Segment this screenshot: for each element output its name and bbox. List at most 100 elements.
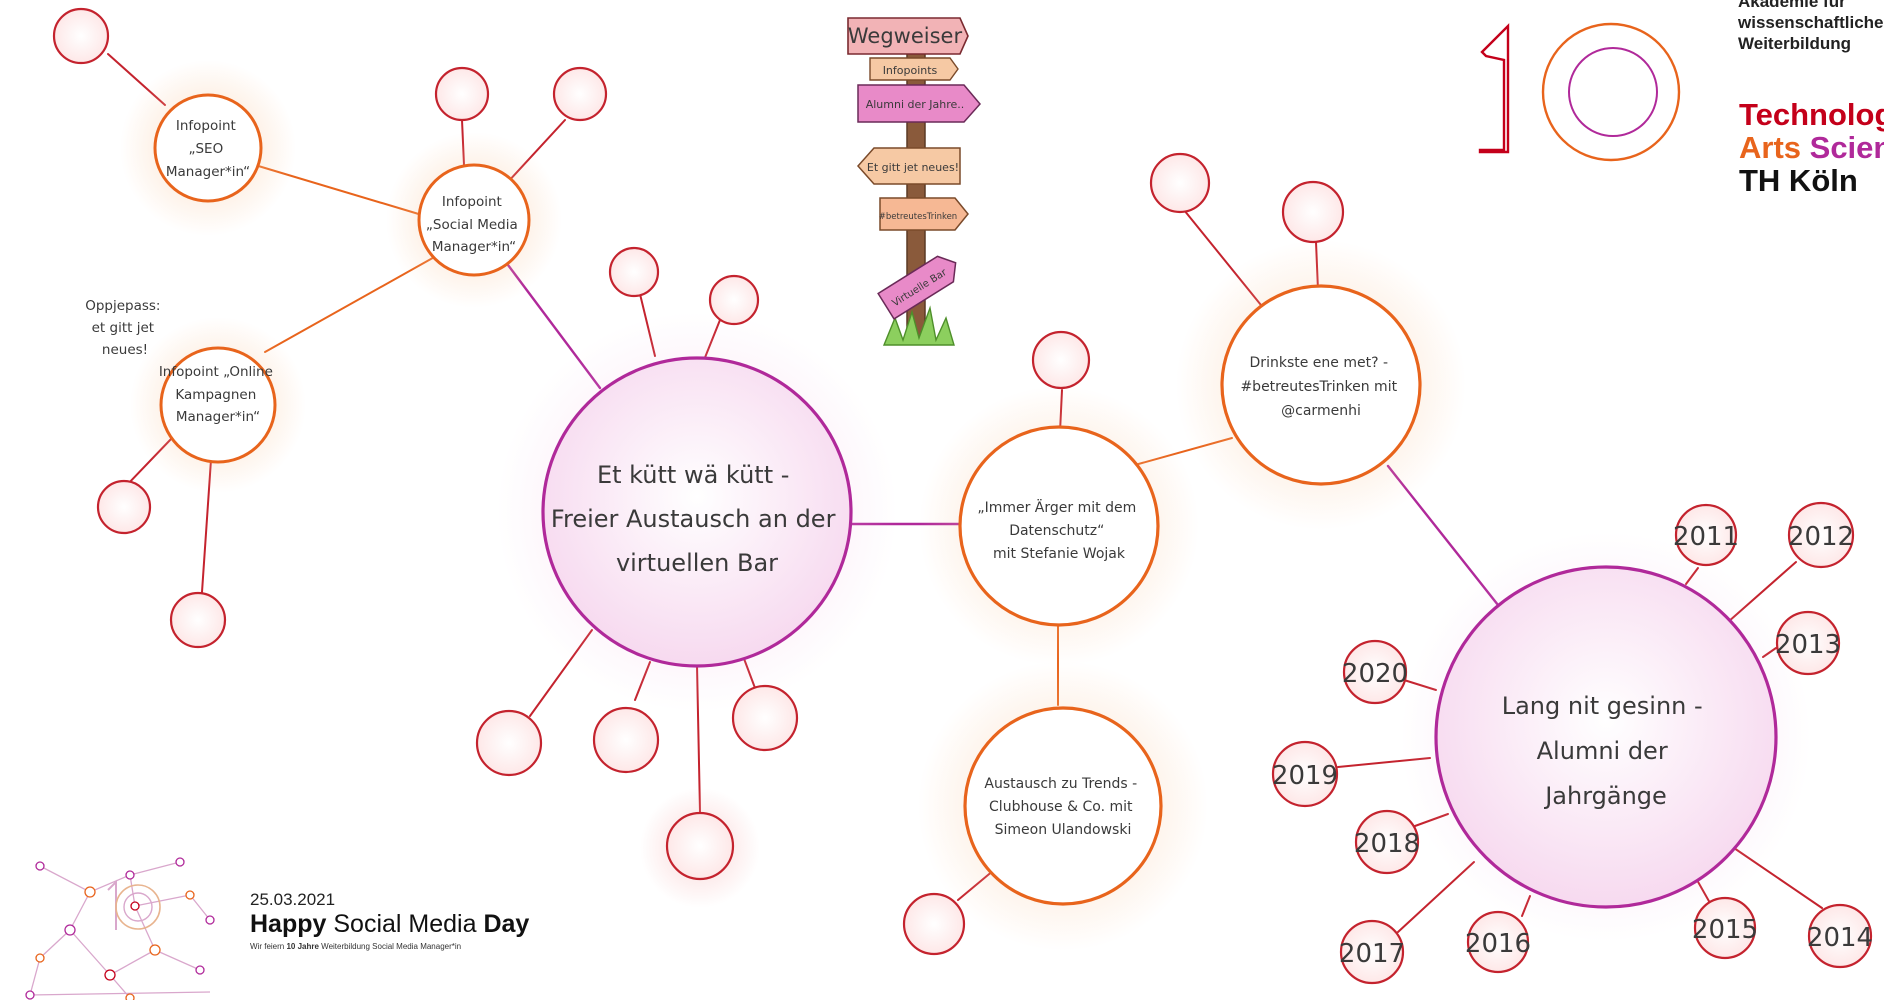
node-text-line: Infopoint „Online xyxy=(159,364,273,380)
signpost-sign: Et gitt jet neues! xyxy=(856,147,961,185)
node-text-line: „Social Media xyxy=(426,217,518,233)
tas-technology: Technology xyxy=(1739,97,1884,132)
node-text-line: Manager*in“ xyxy=(176,409,260,425)
node-text-line: „Immer Ärger mit dem xyxy=(977,498,1136,516)
signpost-sign: Infopoints xyxy=(869,57,959,81)
empty-node xyxy=(731,684,799,752)
node-text-line: Clubhouse & Co. mit xyxy=(989,799,1133,815)
empty-node xyxy=(552,66,608,122)
tas-th-koeln: TH Köln xyxy=(1739,163,1858,198)
th-koeln-brand: Akademie für wissenschaftliche Weiterbil… xyxy=(1544,0,1884,210)
year-label: 2018 xyxy=(1354,829,1420,859)
topic-trends[interactable]: Austausch zu Trends - Clubhouse & Co. mi… xyxy=(963,706,1163,906)
empty-node xyxy=(592,706,660,774)
node-text-line: Simeon Ulandowski xyxy=(995,822,1132,838)
node-text-line: #betreutesTrinken mit xyxy=(1240,379,1397,395)
node-text-line: Drinkste ene met? - xyxy=(1250,355,1388,371)
empty-node xyxy=(902,892,966,956)
hub-text-line: Freier Austausch an der xyxy=(551,505,836,533)
event-title-happy: Happy xyxy=(250,910,327,938)
infopoint-online-kampagnen[interactable]: Infopoint „Online Kampagnen Manager*in“ xyxy=(159,346,277,464)
event-subtitle: Wir feiern 10 Jahre Weiterbildung Social… xyxy=(250,942,461,951)
empty-node xyxy=(608,246,660,298)
empty-node xyxy=(1031,330,1091,390)
hub-text-line: virtuellen Bar xyxy=(616,549,778,577)
svg-text:Infopoint „Online Kampag: Infopoint „Online Kampagnen Manager*in“ xyxy=(159,364,277,425)
year-label: 2016 xyxy=(1465,929,1531,959)
empty-satellites xyxy=(52,7,1345,956)
signpost-title-sign: Wegweiser xyxy=(847,17,969,55)
svg-text:Drinkste ene met? - #bet: Drinkste ene met? - #betreutesTrinken mi… xyxy=(1240,355,1401,419)
year-label: 2014 xyxy=(1807,923,1873,953)
topic-drinks[interactable]: Drinkste ene met? - #betreutesTrinken mi… xyxy=(1220,284,1422,486)
year-node: 2018 xyxy=(1354,809,1420,875)
hub-text-line: Lang nit gesinn - xyxy=(1502,692,1703,720)
empty-node xyxy=(1281,180,1345,244)
node-text-line: Datenschutz“ xyxy=(1009,523,1104,539)
empty-node xyxy=(52,7,110,65)
empty-node xyxy=(665,811,735,881)
tas-arts: Arts xyxy=(1739,130,1802,165)
alumni-hub[interactable]: Lang nit gesinn - Alumni der Jahrgänge xyxy=(1434,565,1778,909)
svg-text:Lang nit gesinn - Alumni: Lang nit gesinn - Alumni der Jahrgänge xyxy=(1502,692,1711,810)
event-date: 25.03.2021 xyxy=(250,890,336,909)
svg-text:Et kütt wä kütt - Freier: Et kütt wä kütt - Freier Austausch an de… xyxy=(551,461,843,577)
empty-node xyxy=(475,709,543,777)
event-title-social-media: Social Media xyxy=(333,910,477,938)
empty-node xyxy=(1149,152,1211,214)
year-label: 2020 xyxy=(1342,659,1408,689)
signpost-sign-text: Alumni der Jahre.. xyxy=(866,98,965,111)
note-oppjepass: Oppjepass: et gitt jet neues! xyxy=(85,298,165,358)
event-subtitle-post: Weiterbildung Social Media Manager*in xyxy=(321,942,462,951)
node-text-line: @carmenhi xyxy=(1281,403,1361,419)
akademie-line: Weiterbildung xyxy=(1738,34,1852,53)
infopoint-seo[interactable]: Infopoint „SEO Manager*in“ xyxy=(153,93,263,203)
svg-text:Infopoint „SEO Man: Infopoint „SEO Manager*in“ xyxy=(166,118,250,180)
svg-text:Infopoint „Social Media: Infopoint „Social Media Manager*in“ xyxy=(426,194,522,255)
note-line: Oppjepass: xyxy=(85,298,160,314)
event-subtitle-bold: 10 Jahre xyxy=(286,942,319,951)
central-hub[interactable]: Et kütt wä kütt - Freier Austausch an de… xyxy=(541,356,853,668)
hub-text-line: Jahrgänge xyxy=(1543,782,1667,810)
signpost-sign-text: #betreutesTrinken xyxy=(879,212,957,222)
note-line: neues! xyxy=(102,342,148,358)
signpost-sign: #betreutesTrinken xyxy=(879,197,969,231)
year-node: 2014 xyxy=(1807,903,1873,969)
event-footer: 25.03.2021 Happy Social Media Day Wir fe… xyxy=(20,848,540,1000)
node-text-line: Infopoint xyxy=(442,194,502,210)
tas-science: Science xyxy=(1809,130,1884,165)
node-text-line: Infopoint xyxy=(176,118,236,134)
node-text-line: Manager*in“ xyxy=(166,164,250,180)
footer-network-logo xyxy=(25,857,215,1000)
year-label: 2017 xyxy=(1339,939,1405,969)
year-node: 2015 xyxy=(1692,896,1758,960)
year-label: 2015 xyxy=(1692,915,1758,945)
signpost-sign-text: Infopoints xyxy=(883,64,938,77)
topic-datenschutz[interactable]: „Immer Ärger mit dem Datenschutz“ mit St… xyxy=(958,425,1160,627)
signpost-title: Wegweiser xyxy=(848,24,963,48)
tas-wordmark: Technology Arts Science TH Köln xyxy=(1739,98,1884,197)
akademie-line: Akademie für xyxy=(1738,0,1846,11)
svg-text:„Immer Ärger mit dem Dat: „Immer Ärger mit dem Datenschutz“ mit St… xyxy=(977,498,1140,562)
infopoint-social-media[interactable]: Infopoint „Social Media Manager*in“ xyxy=(417,163,531,277)
year-nodes: 2011 2012 2013 2014 2015 2016 2017 2018 … xyxy=(1271,501,1873,985)
svg-text:Austausch zu Trends - Cl: Austausch zu Trends - Clubhouse & Co. mi… xyxy=(984,776,1141,838)
node-text-line: „SEO xyxy=(188,141,223,157)
signpost-illustration: Wegweiser Infopoints Alumni der Jahre.. … xyxy=(847,17,981,346)
event-title-day: Day xyxy=(483,910,530,938)
tas-arts-science: Arts Science xyxy=(1739,131,1884,164)
node-text-line: Austausch zu Trends - xyxy=(984,776,1137,792)
node-text-line: Kampagnen xyxy=(175,387,256,403)
year-node: 2017 xyxy=(1339,919,1405,985)
empty-node xyxy=(434,66,490,122)
empty-node xyxy=(708,274,760,326)
signpost-sign: Alumni der Jahre.. xyxy=(857,84,981,123)
node-text-line: mit Stefanie Wojak xyxy=(993,546,1126,562)
hub-text-line: Et kütt wä kütt - xyxy=(597,461,789,489)
hub-text-line: Alumni der xyxy=(1537,737,1668,765)
year-node: 2013 xyxy=(1775,610,1841,676)
year-label: 2012 xyxy=(1788,522,1854,552)
akademie-label: Akademie für wissenschaftliche Weiterbil… xyxy=(1738,0,1884,54)
note-line: et gitt jet xyxy=(92,320,154,336)
